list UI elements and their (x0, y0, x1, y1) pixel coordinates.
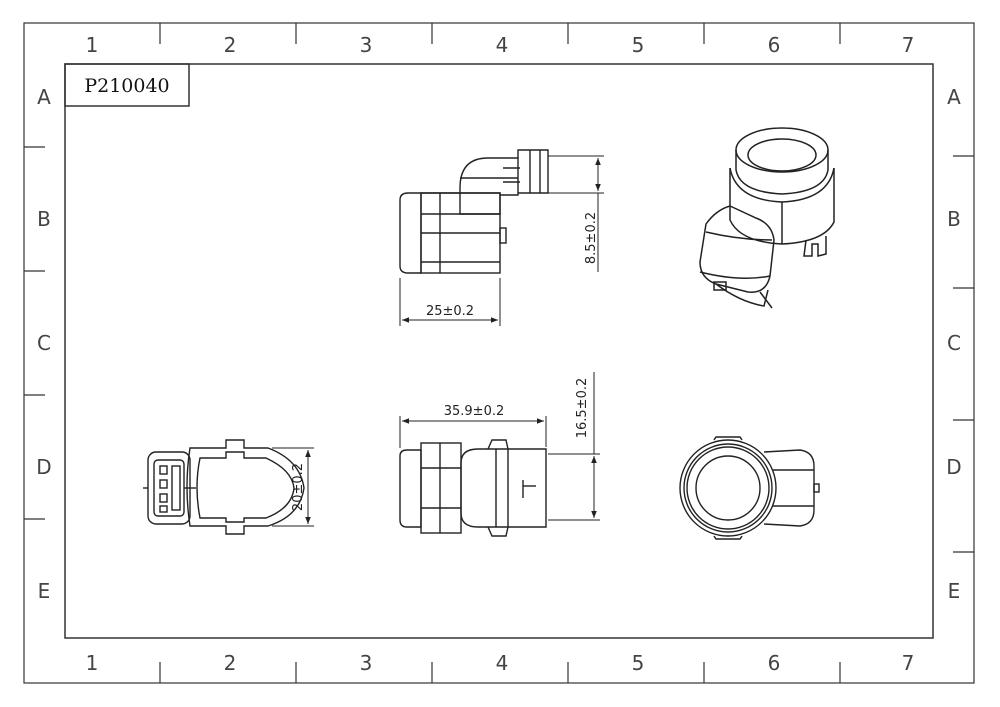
col-label-7-top: 7 (902, 33, 915, 57)
dim-front-width (399, 416, 547, 448)
row-label-d-left: D (36, 455, 51, 479)
inner-border (64, 63, 934, 639)
dim-label-top-height: 8.5±0.2 (584, 212, 599, 264)
row-labels-right: A B C D E (946, 85, 961, 603)
col-label-3-top: 3 (360, 33, 373, 57)
dim-label-front-height: 16.5±0.2 (575, 378, 590, 439)
dim-label-front-width: 35.9±0.2 (444, 404, 505, 419)
col-label-4-bottom: 4 (496, 651, 509, 675)
title-block: P210040 (64, 63, 190, 107)
col-label-2-bottom: 2 (224, 651, 237, 675)
dim-label-connector-height: 20±0.2 (291, 463, 306, 511)
dim-connector-height (272, 447, 314, 527)
row-label-c-right: C (947, 331, 961, 355)
col-label-5-top: 5 (632, 33, 645, 57)
top-view-sensor (399, 149, 549, 274)
col-label-6-top: 6 (768, 33, 781, 57)
col-label-3-bottom: 3 (360, 651, 373, 675)
row-label-b-left: B (37, 207, 51, 231)
row-label-a-right: A (947, 85, 961, 109)
part-number: P210040 (84, 75, 169, 97)
dim-front-height (548, 372, 600, 521)
col-label-6-bottom: 6 (768, 651, 781, 675)
dim-label-top-width: 25±0.2 (426, 304, 474, 319)
col-label-2-top: 2 (224, 33, 237, 57)
row-label-a-left: A (37, 85, 51, 109)
grid-ticks (24, 23, 974, 683)
row-label-b-right: B (947, 207, 961, 231)
dim-top-width (399, 278, 501, 326)
column-labels-bottom: 1 2 3 4 5 6 7 (86, 651, 915, 675)
row-label-e-left: E (38, 579, 51, 603)
front-view-sensor (399, 439, 547, 537)
col-label-1-top: 1 (86, 33, 99, 57)
row-label-d-right: D (946, 455, 961, 479)
row-label-e-right: E (948, 579, 961, 603)
connector-end-view (143, 439, 305, 535)
outer-border (23, 22, 975, 684)
title-block-frame (64, 63, 190, 107)
row-label-c-left: C (37, 331, 51, 355)
col-label-4-top: 4 (496, 33, 509, 57)
col-label-5-bottom: 5 (632, 651, 645, 675)
face-view-sensor (679, 436, 820, 540)
col-label-1-bottom: 1 (86, 651, 99, 675)
isometric-view-sensor (699, 127, 835, 309)
column-labels-top: 1 2 3 4 5 6 7 (86, 33, 915, 57)
row-labels-left: A B C D E (36, 85, 51, 603)
col-label-7-bottom: 7 (902, 651, 915, 675)
dim-top-height (548, 155, 604, 272)
